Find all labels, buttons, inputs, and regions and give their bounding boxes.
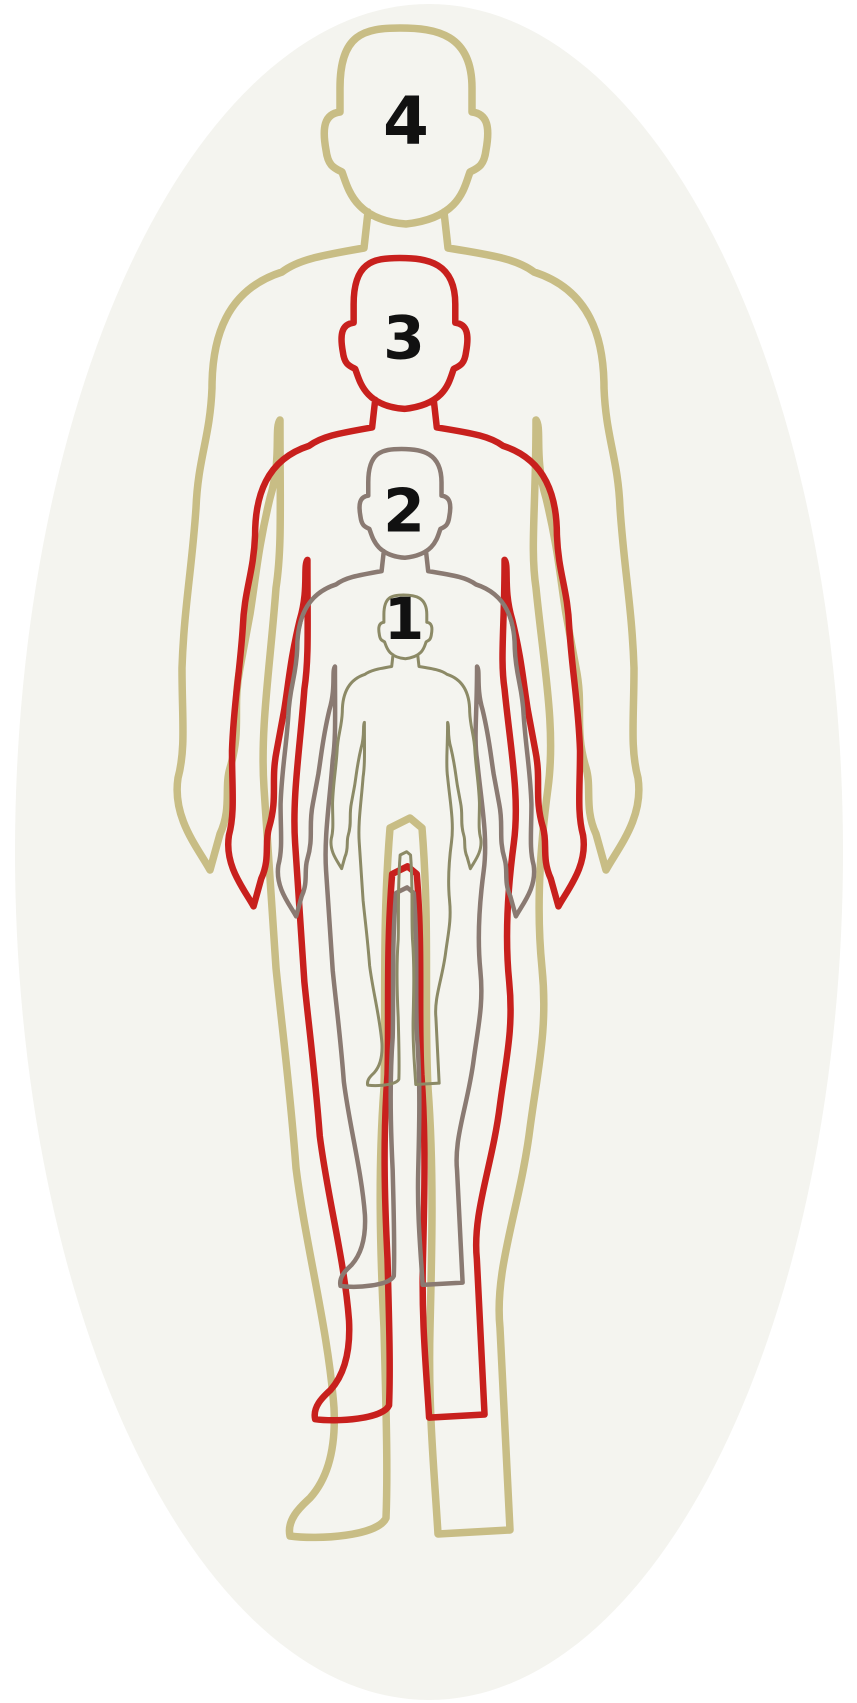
figure-4-label: 4 — [383, 83, 429, 160]
figure-3-label: 3 — [383, 304, 425, 374]
figure-2-label: 2 — [383, 477, 425, 547]
figure-1-label: 1 — [384, 585, 424, 653]
